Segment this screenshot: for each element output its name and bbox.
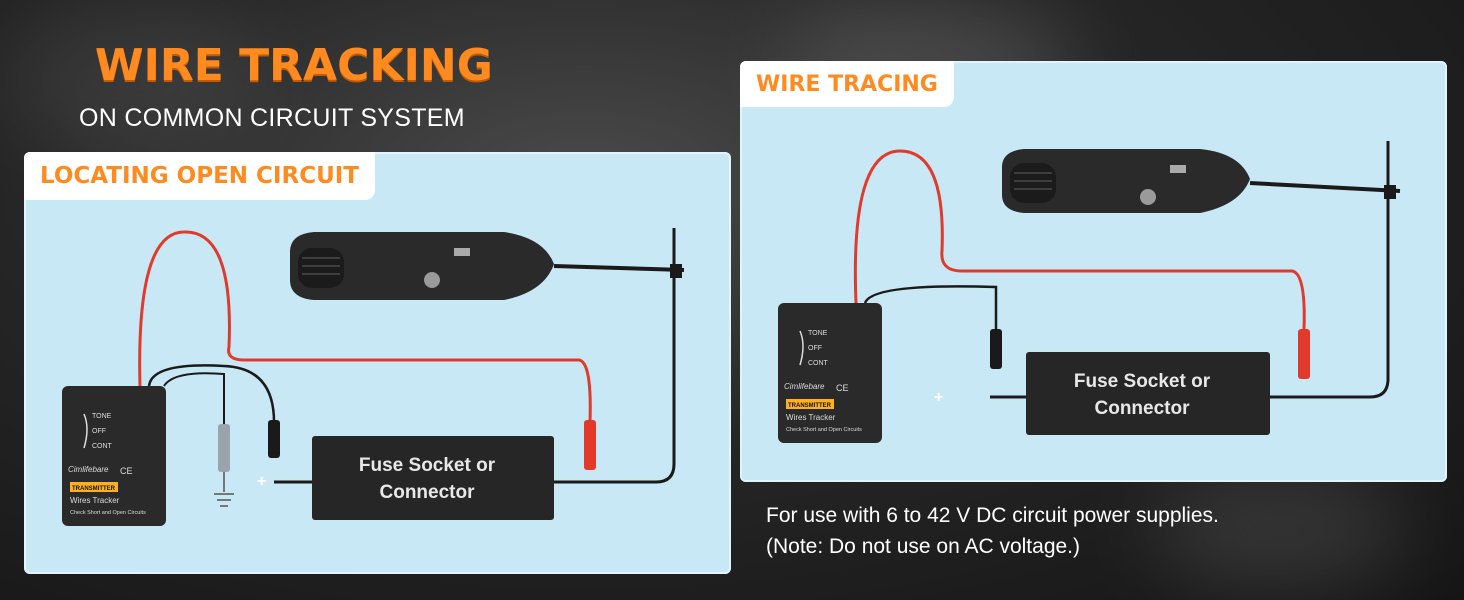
fuse-box-line1: Fuse Socket or (1074, 371, 1211, 392)
tx-ce-label: CE (836, 383, 849, 393)
tx-off-label: OFF (808, 345, 822, 352)
tx-cont-label: CONT (92, 443, 113, 450)
tx-tone-label: TONE (808, 330, 828, 337)
receiver-device (290, 232, 685, 300)
tx-name-label: Wires Tracker (786, 413, 836, 422)
fuse-box-line2: Connector (380, 482, 476, 503)
black-clip (268, 420, 280, 458)
transmitter-black-wire (863, 285, 998, 361)
tx-cont-label: CONT (808, 360, 829, 367)
page-subtitle: ON COMMON CIRCUIT SYSTEM (79, 104, 465, 132)
plus-sign: + (934, 389, 943, 406)
ground-probe (218, 424, 230, 472)
fuse-socket-box (312, 436, 554, 520)
tx-desc-label: Check Short and Open Circuits (70, 510, 146, 516)
black-wire (274, 228, 676, 484)
open-circuit-diagram: Fuse Socket or Connector + TONE OFF CONT… (62, 228, 685, 526)
red-wire (138, 230, 592, 423)
plus-sign: + (257, 473, 266, 490)
background-blur (0, 0, 260, 160)
transmitter-device: TONE OFF CONT Cimlifebare CE TRANSMITTER… (62, 386, 166, 526)
tx-brand-label: Cimlifebare (68, 465, 109, 474)
fuse-socket-box (1026, 352, 1270, 435)
svg-text:TRANSMITTER: TRANSMITTER (72, 486, 116, 492)
ground-symbol-icon (214, 493, 234, 507)
transmitter-device: TONE OFF CONT Cimlifebare CE TRANSMITTER… (778, 303, 882, 443)
tx-desc-label: Check Short and Open Circuits (786, 427, 862, 433)
tx-badge (786, 399, 834, 409)
tx-name-label: Wires Tracker (70, 496, 120, 505)
open-circuit-panel: LOCATING OPEN CIRCUIT Fuse Socket or Con… (24, 152, 731, 574)
transmitter-black-wire (147, 364, 276, 423)
usage-note-line1: For use with 6 to 42 V DC circuit power … (766, 504, 1219, 527)
svg-text:TRANSMITTER: TRANSMITTER (788, 403, 832, 409)
background-blur (1150, 470, 1410, 590)
tx-brand-label: Cimlifebare (784, 382, 825, 391)
page-title: WIRE TRACKING (95, 40, 493, 91)
tx-ce-label: CE (120, 466, 133, 476)
receiver-device (1002, 149, 1401, 213)
panel-tag: WIRE TRACING (740, 61, 954, 107)
panel-tag: LOCATING OPEN CIRCUIT (24, 152, 375, 200)
fuse-box-line2: Connector (1095, 398, 1191, 419)
usage-note-line2: (Note: Do not use on AC voltage.) (766, 535, 1081, 558)
wire-tracing-diagram: Fuse Socket or Connector + TONE OFF CONT… (778, 141, 1401, 443)
wire-tracing-panel: WIRE TRACING Fuse Socket or Connector + (740, 61, 1447, 482)
red-clip (1298, 329, 1310, 379)
red-wire (853, 149, 1306, 330)
tx-off-label: OFF (92, 428, 106, 435)
ground-wire (163, 372, 225, 452)
fuse-box-line1: Fuse Socket or (359, 455, 496, 476)
tx-tone-label: TONE (92, 413, 112, 420)
black-clip (990, 329, 1002, 369)
tx-badge (70, 482, 118, 492)
red-clip (584, 420, 596, 470)
black-wire (990, 141, 1390, 399)
